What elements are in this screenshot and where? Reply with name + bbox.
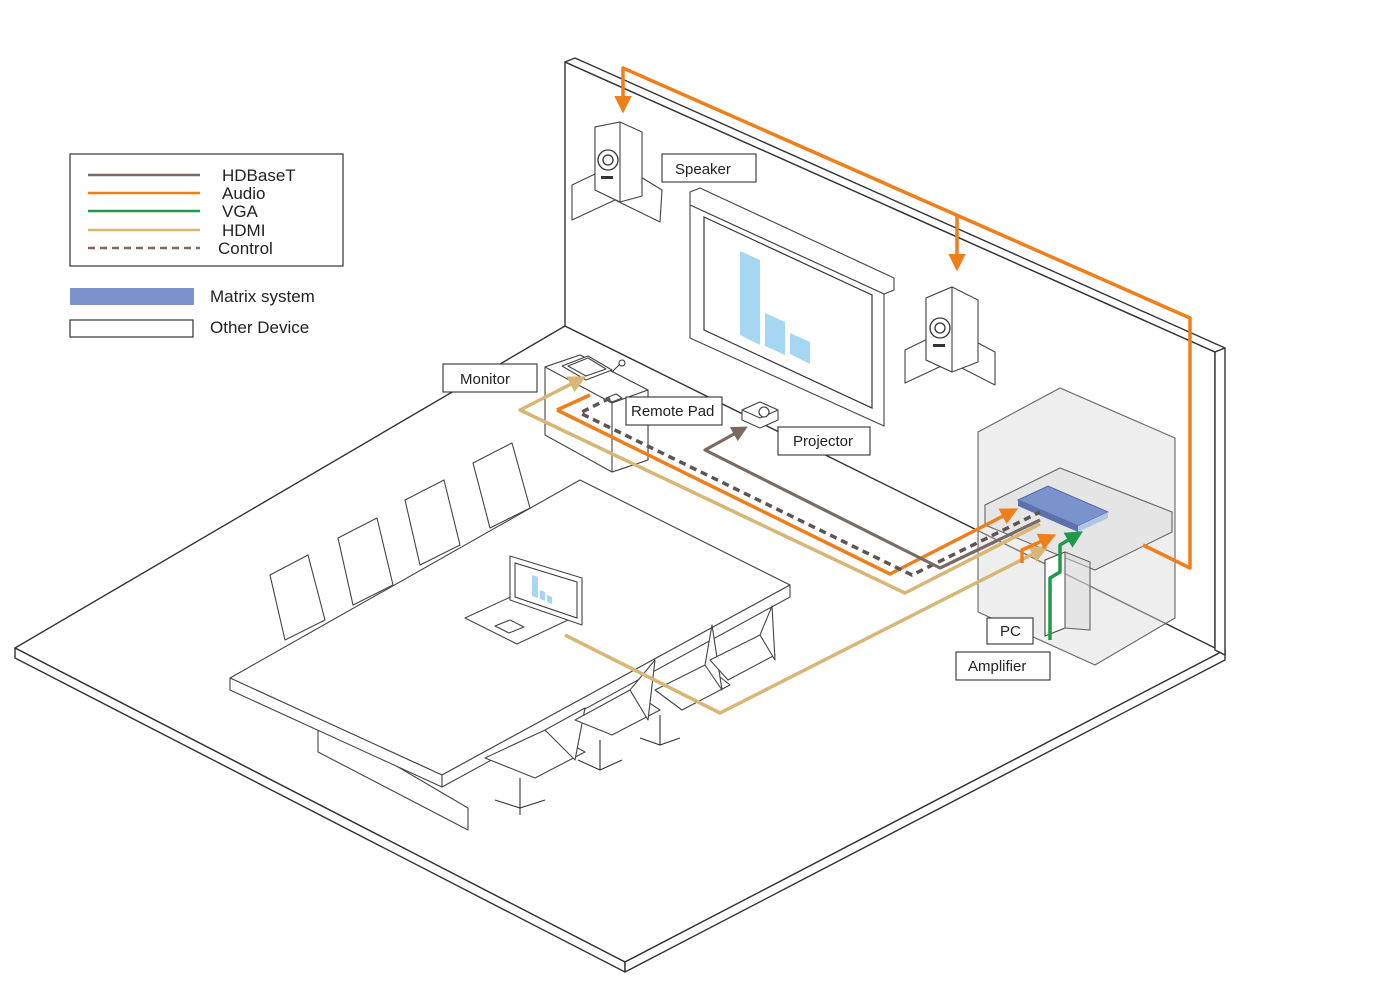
legend-label-vga: VGA [222, 202, 259, 221]
legend-swatch-other [69, 319, 194, 338]
label-pc: PC [1000, 623, 1021, 640]
hdbaset-cable [703, 426, 1041, 570]
speaker-right [904, 286, 996, 386]
chairs-back [269, 442, 531, 641]
label-monitor: Monitor [460, 371, 510, 388]
screen-bar-2 [765, 313, 785, 355]
cables [518, 66, 1192, 715]
legend-label-matrix: Matrix system [210, 287, 315, 306]
laptop [464, 555, 583, 645]
projection-screen [689, 187, 895, 427]
label-amplifier: Amplifier [968, 658, 1026, 675]
legend-swatch-matrix [70, 288, 194, 305]
control-cable [578, 396, 1041, 577]
back-wall-side [1214, 347, 1226, 656]
audio-cable-speakers [614, 66, 1192, 570]
vga-cable-pc [1048, 531, 1084, 640]
hdmi-cable-monitor [518, 376, 1041, 595]
audio-cable-amplifier [1020, 533, 1057, 563]
legend-label-hdbaset: HDBaseT [222, 166, 296, 185]
floor-edge-right [624, 649, 1226, 973]
legend-label-other: Other Device [210, 318, 309, 337]
screen-bar-3 [790, 333, 810, 364]
device-labels: Speaker Monitor Remote Pad Projector PC … [442, 153, 1051, 681]
audio-cable-start [556, 393, 591, 412]
label-projector: Projector [793, 433, 853, 450]
projector [741, 401, 779, 429]
pc-tower [1044, 551, 1066, 637]
label-remote-pad: Remote Pad [631, 403, 714, 420]
chairs-front [484, 605, 776, 815]
audio-cable-monitor [556, 408, 1019, 576]
legend-label-hdmi: HDMI [222, 221, 265, 240]
speaker-left [571, 121, 663, 223]
legend: HDBaseT Audio VGA HDMI Control Matrix sy… [69, 153, 344, 338]
label-speaker: Speaker [675, 161, 731, 178]
hdmi-cable-laptop [564, 546, 1049, 715]
screen-bar-1 [740, 251, 760, 345]
legend-label-audio: Audio [222, 184, 265, 203]
legend-label-control: Control [218, 239, 273, 258]
